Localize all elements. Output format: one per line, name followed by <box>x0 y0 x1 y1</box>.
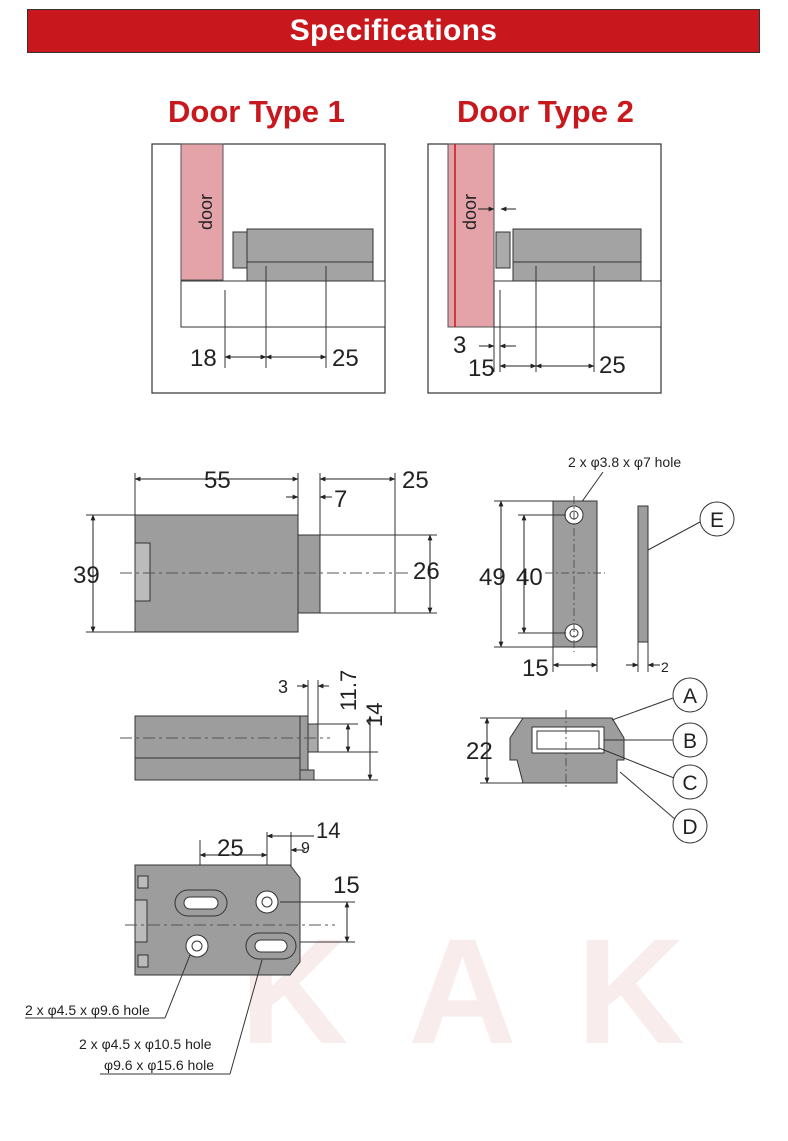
callout-c <box>672 764 708 800</box>
callout-d-label: D <box>682 816 697 839</box>
dim-3: 3 <box>453 332 466 359</box>
side-view: 3 11.7 14 <box>120 670 387 781</box>
callout-c-label: C <box>682 772 697 795</box>
callout-a-label: A <box>683 685 697 708</box>
door-type-2-title: Door Type 2 <box>457 94 634 129</box>
strike-plate-view: 2 x φ3.8 x φ7 hole 49 40 15 E 2 <box>479 454 735 682</box>
dim-55: 55 <box>204 467 231 494</box>
hole-spec-1: 2 x φ4.5 x φ9.6 hole <box>25 1002 150 1018</box>
latch-body <box>512 228 642 282</box>
watermark-logo: KAK <box>240 907 745 1075</box>
callout-e-label: E <box>710 509 724 532</box>
callout-b <box>672 722 708 758</box>
dim-7: 7 <box>334 486 347 513</box>
strike-hole-spec: 2 x φ3.8 x φ7 hole <box>568 454 681 470</box>
end-view: 22 A B C D <box>466 677 708 844</box>
hole-spec-2b: φ9.6 x φ15.6 hole <box>104 1057 214 1073</box>
bottom-view: 25 14 9 15 2 x φ4.5 x φ9.6 hole 2 x φ4.5… <box>25 818 360 1075</box>
door-type-1-diagram: door 18 25 <box>151 143 386 394</box>
dim-15: 15 <box>468 355 495 382</box>
plunger <box>319 534 396 614</box>
door-panel <box>180 143 224 281</box>
dim-22: 22 <box>466 738 493 765</box>
main-body-front-view: 55 25 7 39 26 <box>73 467 440 633</box>
dim-14-bottom: 14 <box>316 818 340 843</box>
door-type-2-diagram: door 3 15 25 <box>427 143 662 394</box>
dim-3-side: 3 <box>278 677 288 697</box>
dim-18: 18 <box>190 345 217 372</box>
callout-a <box>672 677 708 713</box>
strike-plate-side <box>637 505 649 643</box>
dim-11-7: 11.7 <box>336 670 361 711</box>
latch-body <box>246 228 374 282</box>
dim-25-travel: 25 <box>402 467 429 494</box>
callout-d <box>672 808 708 844</box>
dim-49: 49 <box>479 564 506 591</box>
specifications-banner: Specifications <box>27 9 760 53</box>
dim-9: 9 <box>301 840 310 857</box>
latch-body-side <box>134 715 301 781</box>
strike-plate <box>552 500 598 648</box>
callout-e <box>699 501 735 537</box>
hole-spec-2a: 2 x φ4.5 x φ10.5 hole <box>79 1036 212 1052</box>
dim-40: 40 <box>516 564 543 591</box>
dim-14-side: 14 <box>362 703 387 727</box>
dim-26: 26 <box>413 558 440 585</box>
door-type-1-title: Door Type 1 <box>168 94 345 129</box>
dim-2: 2 <box>661 659 669 675</box>
callout-b-label: B <box>683 730 697 753</box>
door-label: door <box>196 194 216 230</box>
dim-25: 25 <box>332 345 359 372</box>
dim-15-strike: 15 <box>522 655 549 682</box>
dim-15-bottom: 15 <box>333 872 360 899</box>
dim-25-bottom: 25 <box>217 835 244 862</box>
door-label: door <box>460 194 480 230</box>
dim-25: 25 <box>599 352 626 379</box>
page-title: Specifications <box>289 14 498 47</box>
dim-39: 39 <box>73 562 100 589</box>
